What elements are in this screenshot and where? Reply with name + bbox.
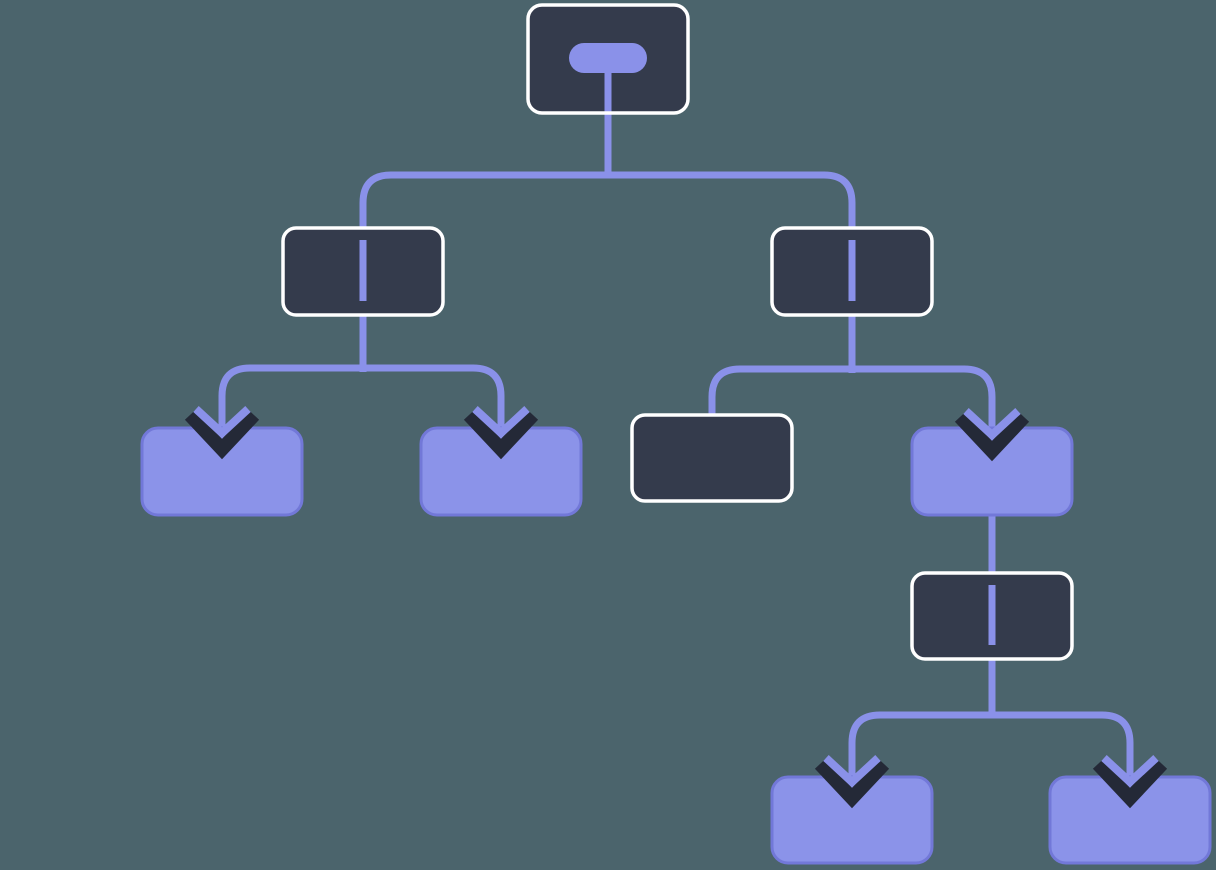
node-leaf-1-body[interactable] [142,428,302,515]
edge-root-split [359,171,856,230]
chevron-down-black-icon [184,410,260,460]
arrow-leaf-4 [954,408,1030,462]
node-leaf-4-border [910,426,1074,517]
edge-right-split [708,365,996,434]
node-leaf-3-body[interactable] [632,415,792,501]
arrow-leaf-1 [184,406,260,460]
connector-edges [218,100,1134,782]
chevron-down-accent-icon [963,408,1021,441]
node-branch-left [281,226,445,317]
chevron-down-accent-icon [193,406,251,439]
chevron-down-accent-icon [472,406,530,439]
node-leaf-4 [910,426,1074,517]
nodes [140,3,1212,865]
node-leaf-5-body[interactable] [772,777,932,863]
arrowheads [184,406,1168,809]
chevron-down-black-icon [1092,759,1168,809]
edge-left-split [218,364,505,433]
node-leaf-2-body[interactable] [421,428,581,515]
chevron-down-accent-icon [823,755,881,788]
node-root [526,3,690,115]
arrow-leaf-2 [463,406,539,460]
node-leaf-6-body[interactable] [1050,777,1210,863]
node-branch-right-border [770,226,934,317]
chevron-down-black-icon [463,410,539,460]
chevron-down-black-icon [814,759,890,809]
node-branch-left-border [281,226,445,317]
node-branch-right [770,226,934,317]
edge-bottom-split [848,711,1134,782]
arrow-leaf-6 [1092,755,1168,809]
chevron-down-accent-icon [1101,755,1159,788]
node-root-border [526,3,690,115]
node-branch-lower [910,571,1074,661]
node-leaf-3 [630,413,794,503]
arrow-leaf-5 [814,755,890,809]
pill-icon [569,43,647,73]
node-branch-lower-border [910,571,1074,661]
node-leaf-3-border [630,413,794,503]
chevron-down-black-icon [954,412,1030,462]
node-leaf-4-body[interactable] [912,428,1072,515]
